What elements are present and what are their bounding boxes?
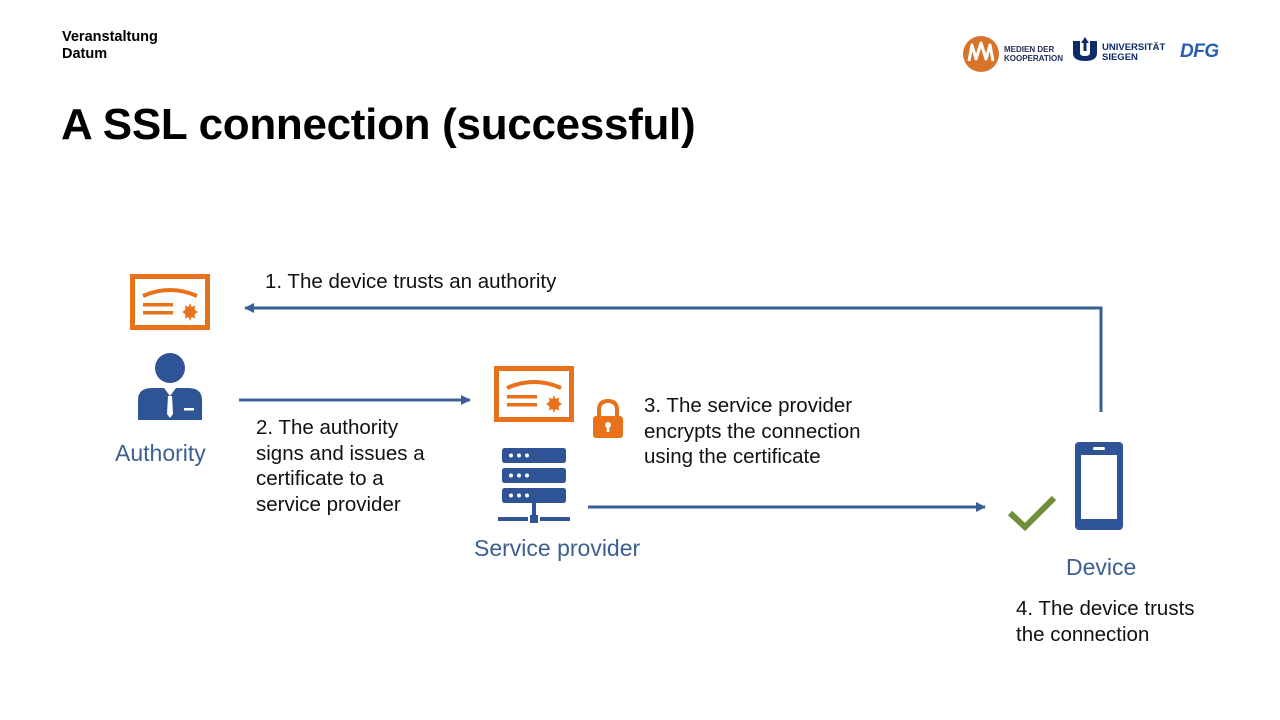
lock-icon bbox=[593, 399, 623, 438]
phone-icon bbox=[1075, 442, 1123, 530]
step1-text: 1. The device trusts an authority bbox=[265, 270, 557, 293]
server-icon bbox=[498, 448, 570, 523]
event-label: Veranstaltung bbox=[62, 29, 158, 45]
certificate-icon bbox=[494, 366, 574, 422]
date-label: Datum bbox=[62, 46, 108, 62]
trust-arrow bbox=[244, 303, 1103, 412]
mdk-line2: KOOPERATION bbox=[1004, 54, 1063, 63]
check-icon bbox=[1007, 495, 1057, 532]
header-meta: Veranstaltung Datum bbox=[62, 29, 158, 63]
uni-siegen-mark bbox=[1073, 37, 1097, 61]
page-title: A SSL connection (successful) bbox=[61, 100, 696, 149]
mdk-line1: MEDIEN DER bbox=[1004, 45, 1055, 54]
mdk-logo: MEDIEN DER KOOPERATION bbox=[962, 35, 1063, 75]
step4-text: 4. The device trusts the connection bbox=[1016, 597, 1195, 646]
step3-text: 3. The service provider encrypts the con… bbox=[644, 394, 861, 468]
authority-label: Authority bbox=[115, 440, 206, 466]
uni-siegen-logo: UNIVERSITÄT SIEGEN bbox=[1071, 37, 1171, 67]
uni-line1: UNIVERSITÄT bbox=[1102, 42, 1166, 53]
step2-text: 2. The authority signs and issues a cert… bbox=[256, 416, 425, 516]
mdk-logo-mark bbox=[963, 36, 999, 72]
uni-line2: SIEGEN bbox=[1102, 52, 1138, 63]
device-label: Device bbox=[1066, 554, 1137, 580]
service-provider-label: Service provider bbox=[474, 535, 641, 561]
person-icon bbox=[138, 353, 202, 420]
dfg-logo: DFG bbox=[1180, 41, 1219, 62]
certificate-icon bbox=[130, 274, 210, 330]
